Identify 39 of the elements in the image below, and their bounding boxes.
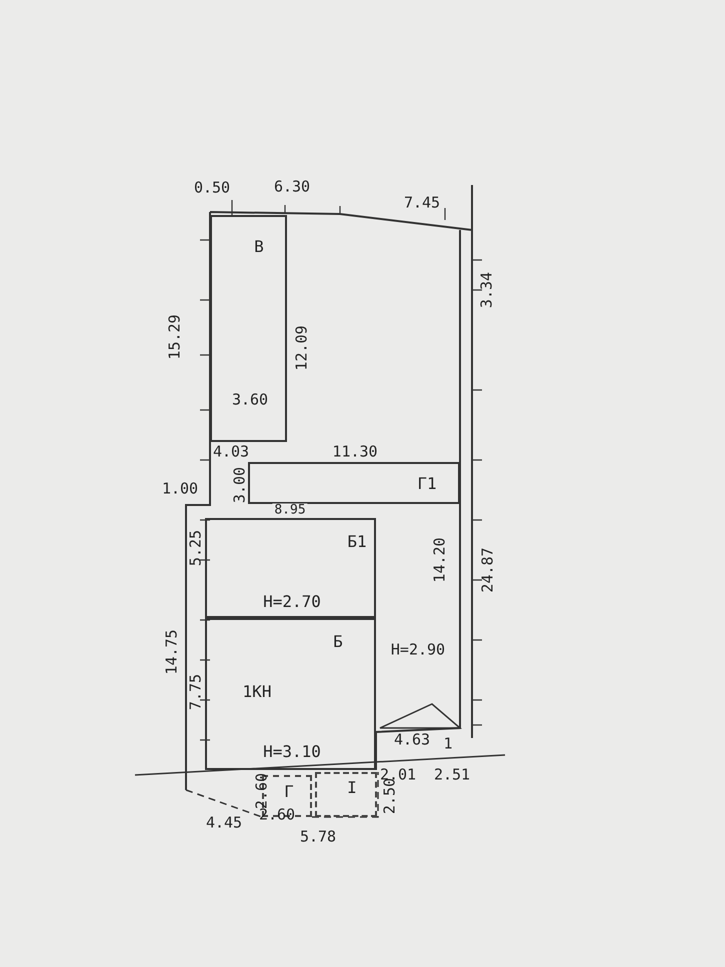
dimension-label: 0.50 bbox=[194, 180, 230, 196]
dimension-label: 7.45 bbox=[404, 196, 440, 210]
building-letter: Г1 bbox=[417, 476, 437, 492]
dimension-label: 4.45 bbox=[206, 816, 242, 830]
dimension-label: 12.09 bbox=[294, 325, 310, 371]
dimension-label: 7.75 bbox=[188, 674, 204, 710]
building-letter: I bbox=[347, 780, 357, 796]
dimension-label: 14.20 bbox=[432, 537, 448, 583]
dimension-label: 11.30 bbox=[332, 444, 378, 460]
dimension-label: 24.87 bbox=[480, 547, 496, 593]
room-label: H=2.70 bbox=[263, 594, 321, 610]
room-label: 1КН bbox=[242, 684, 272, 700]
dimension-label: 3.34 bbox=[480, 272, 494, 308]
dimension-label: 6.30 bbox=[274, 180, 310, 194]
dimension-label: 2.60 bbox=[254, 772, 270, 810]
dimension-label: 5.78 bbox=[300, 830, 336, 844]
dimension-label: H=2.90 bbox=[390, 642, 446, 658]
dimension-label: 5.25 bbox=[188, 530, 204, 566]
room-label: H=3.10 bbox=[263, 744, 321, 760]
building-outline bbox=[210, 215, 287, 442]
building-letter: В bbox=[254, 239, 264, 255]
building-letter: Г bbox=[284, 784, 294, 800]
building-letter: Б1 bbox=[347, 534, 367, 550]
building-outline bbox=[205, 618, 376, 770]
building-outline bbox=[205, 518, 376, 618]
porch-outline bbox=[315, 772, 377, 817]
dimension-label: 1 bbox=[443, 736, 453, 752]
dimension-label: 4.03 bbox=[212, 444, 250, 460]
shed-outline-box bbox=[248, 462, 460, 504]
dimension-label: 4.63 bbox=[394, 732, 430, 748]
dimension-label: 1.00 bbox=[162, 482, 198, 496]
dimension-label: 15.29 bbox=[168, 314, 182, 360]
dimension-label: 3.00 bbox=[232, 466, 248, 504]
dimension-label: 3.60 bbox=[232, 392, 268, 408]
dimension-label: 2.60 bbox=[258, 808, 296, 822]
dimension-label: 14.75 bbox=[164, 629, 180, 675]
dimension-label: 2.51 bbox=[434, 768, 470, 782]
dimension-label: 8.95 bbox=[272, 504, 308, 516]
building-letter: Б bbox=[333, 634, 343, 650]
